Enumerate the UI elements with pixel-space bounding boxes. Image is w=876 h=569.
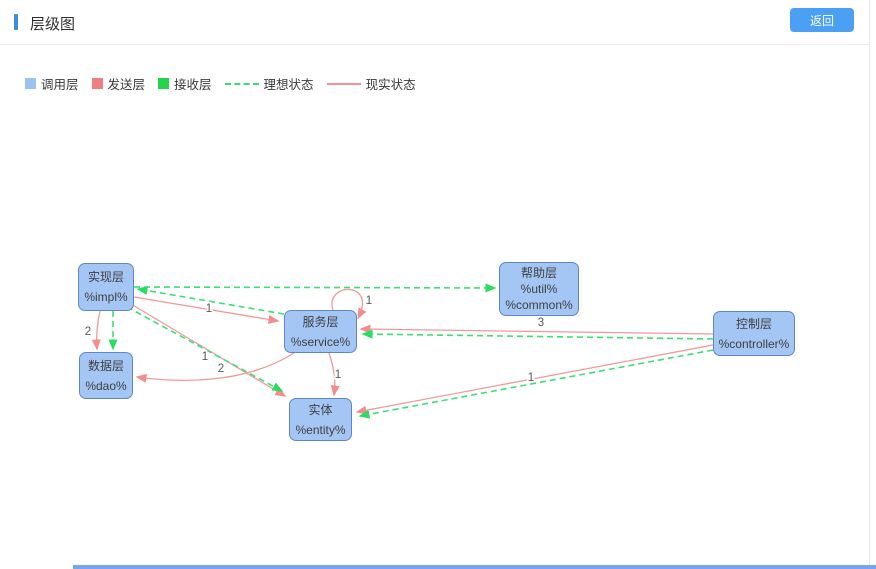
node-label: 实体 — [308, 402, 333, 417]
node-label: %service% — [290, 334, 351, 349]
edge-label: 3 — [538, 317, 544, 329]
node-label: 帮助层 — [520, 266, 557, 280]
edge-label: 1 — [528, 372, 534, 384]
back-button[interactable]: 返回 — [790, 8, 854, 32]
node-label: %common% — [505, 298, 573, 312]
real-state-line-icon — [326, 82, 361, 85]
edge-impl-to-util-ideal — [133, 283, 497, 293]
node-label: %dao% — [85, 378, 127, 393]
edge-label: 2 — [218, 363, 224, 375]
legend-label: 接收层 — [174, 78, 212, 92]
legend-label: 现实状态 — [365, 78, 416, 92]
node-label: 数据层 — [87, 358, 124, 373]
legend-item-ideal-state: 理想状态 — [224, 74, 314, 93]
graph-node-controller[interactable]: 控制层 %controller% — [713, 311, 795, 356]
node-label: 服务层 — [302, 314, 339, 329]
page-right-border — [869, 0, 870, 569]
node-label: %impl% — [84, 290, 128, 304]
page-header: 层级图 返回 — [0, 0, 870, 45]
node-label: 实现层 — [87, 270, 124, 284]
node-label: %util% — [520, 282, 558, 296]
edge-service-to-impl-ideal — [136, 286, 285, 315]
legend-item-real-state: 现实状态 — [326, 74, 416, 93]
edge-controller-to-entity-real — [355, 344, 714, 415]
title-accent-bar — [14, 14, 18, 30]
edge-service-to-service-real — [331, 288, 367, 320]
receive-layer-swatch-icon — [158, 78, 170, 89]
graph-node-entity[interactable]: 实体 %entity% — [289, 398, 352, 441]
page-title: 层级图 — [30, 16, 76, 33]
edge-controller-to-service-ideal — [361, 329, 714, 340]
edge-label: 1 — [206, 303, 212, 315]
graph-node-impl[interactable]: 实现层 %impl% — [78, 263, 134, 311]
legend-label: 调用层 — [41, 78, 79, 92]
legend-item-send-layer: 发送层 — [91, 74, 146, 93]
ideal-state-line-icon — [224, 82, 259, 85]
edge-impl-to-dao-real — [91, 310, 101, 351]
legend-label: 理想状态 — [263, 78, 314, 92]
legend: 调用层 发送层 接收层 理想状态 现实状态 — [25, 74, 416, 93]
legend-item-call-layer: 调用层 — [25, 74, 79, 93]
edge-controller-to-service-real — [359, 324, 714, 335]
node-label: 控制层 — [735, 316, 772, 331]
edge-service-to-dao-real — [135, 352, 295, 383]
edge-controller-to-entity-ideal — [358, 349, 714, 419]
node-label: %controller% — [718, 336, 790, 351]
edge-label: 2 — [85, 326, 91, 338]
send-layer-swatch-icon — [91, 78, 103, 89]
edge-service-to-entity-real — [328, 352, 340, 397]
call-layer-swatch-icon — [25, 78, 36, 89]
legend-item-receive-layer: 接收层 — [158, 74, 212, 93]
node-label: %entity% — [295, 422, 346, 437]
graph-node-dao[interactable]: 数据层 %dao% — [79, 352, 133, 399]
edge-label: 1 — [202, 351, 208, 363]
graph-node-util[interactable]: 帮助层 %util% %common% — [499, 262, 579, 316]
legend-label: 发送层 — [107, 78, 146, 92]
horizontal-scrollbar-thumb[interactable] — [73, 565, 876, 569]
edge-label: 1 — [366, 295, 372, 307]
graph-node-service[interactable]: 服务层 %service% — [284, 310, 357, 353]
edge-label: 1 — [335, 369, 341, 381]
edge-impl-to-service-real — [133, 296, 280, 324]
